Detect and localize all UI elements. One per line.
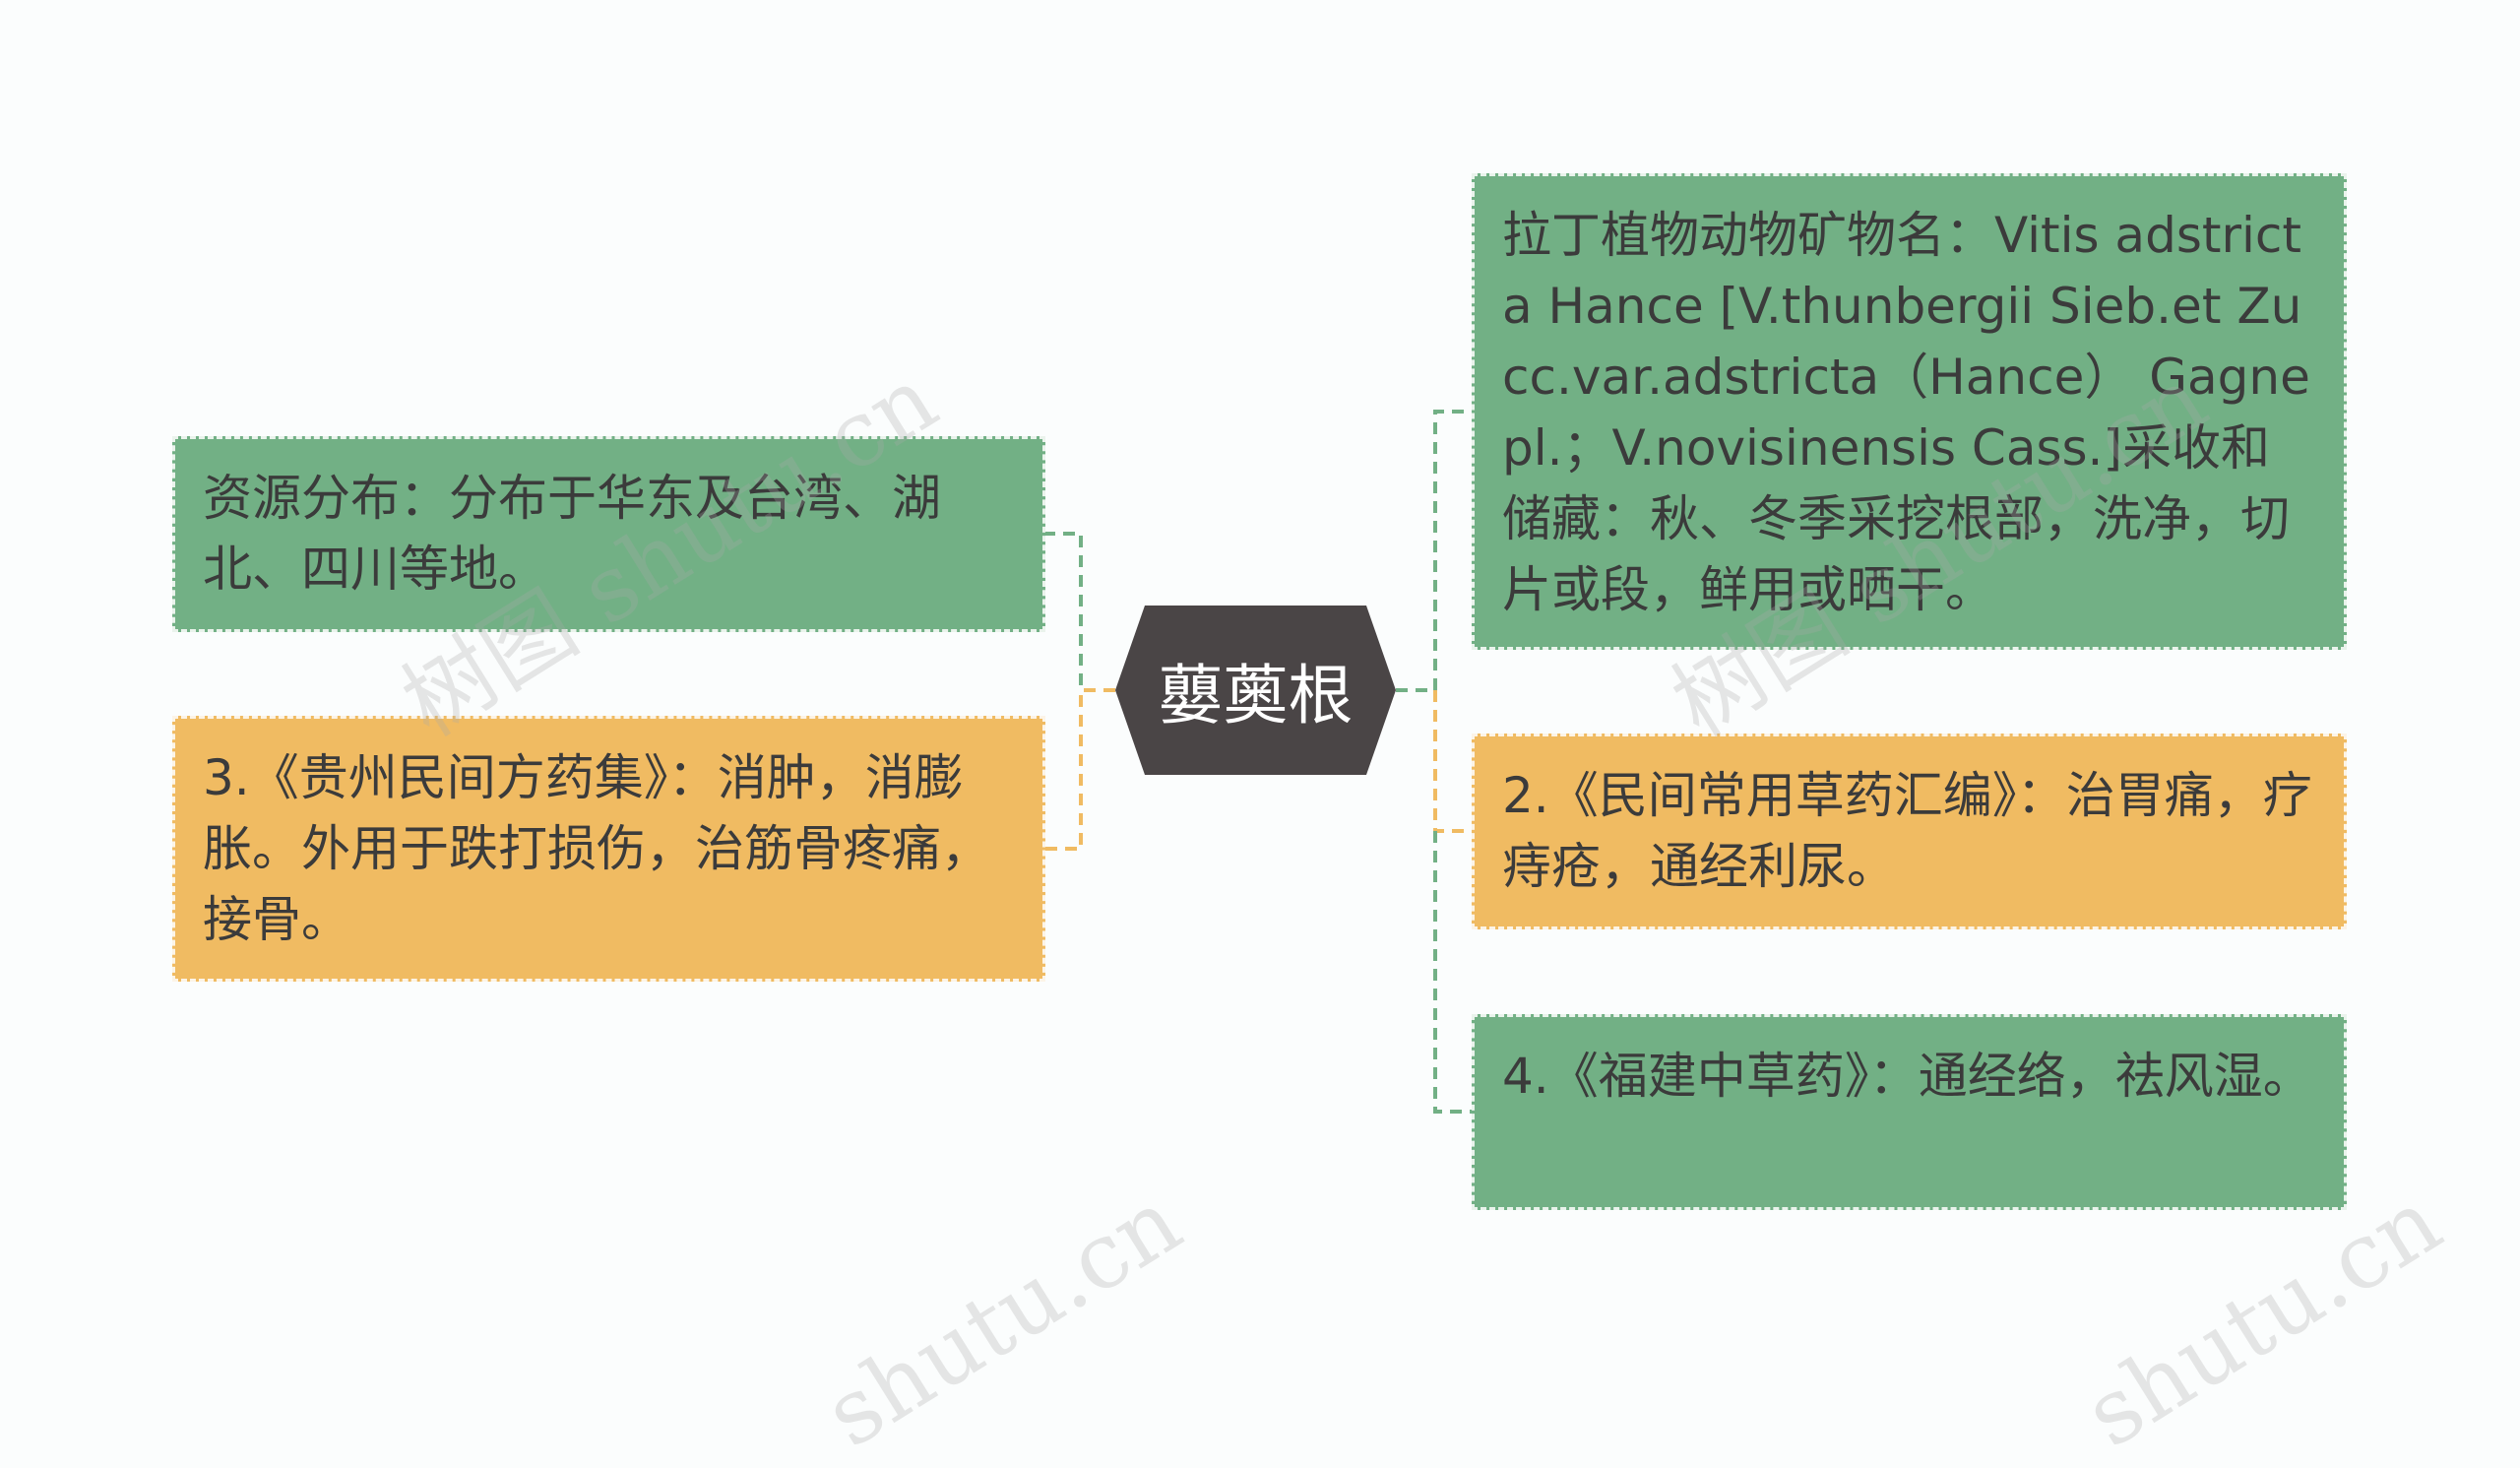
connector-left-2 [1045,688,1115,851]
node-fujian-herbs[interactable]: 4.《福建中草药》：通经络，祛风湿。 [1472,1014,2347,1210]
connector-left-1 [1045,532,1115,692]
connector-right-2 [1433,690,1472,833]
connector-right-3 [1433,831,1472,1114]
center-hexagon[interactable] [1115,606,1396,775]
node-folk-herbal-compilation[interactable]: 2.《民间常用草药汇编》：治胃痛，疗痔疮，通经利尿。 [1472,734,2347,929]
node-guizhou-folk-recipes[interactable]: 3.《贵州民间方药集》：消肿，消膨胀。外用于跌打损伤，治筋骨疼痛，接骨。 [172,716,1045,982]
node-latin-name-harvest[interactable]: 拉丁植物动物矿物名：Vitis adstricta Hance [V.thunb… [1472,173,2347,650]
node-resource-distribution[interactable]: 资源分布：分布于华东及台湾、湖北、四川等地。 [172,436,1045,632]
connector-right-1 [1396,410,1472,692]
connector-lines [1045,410,1472,1114]
